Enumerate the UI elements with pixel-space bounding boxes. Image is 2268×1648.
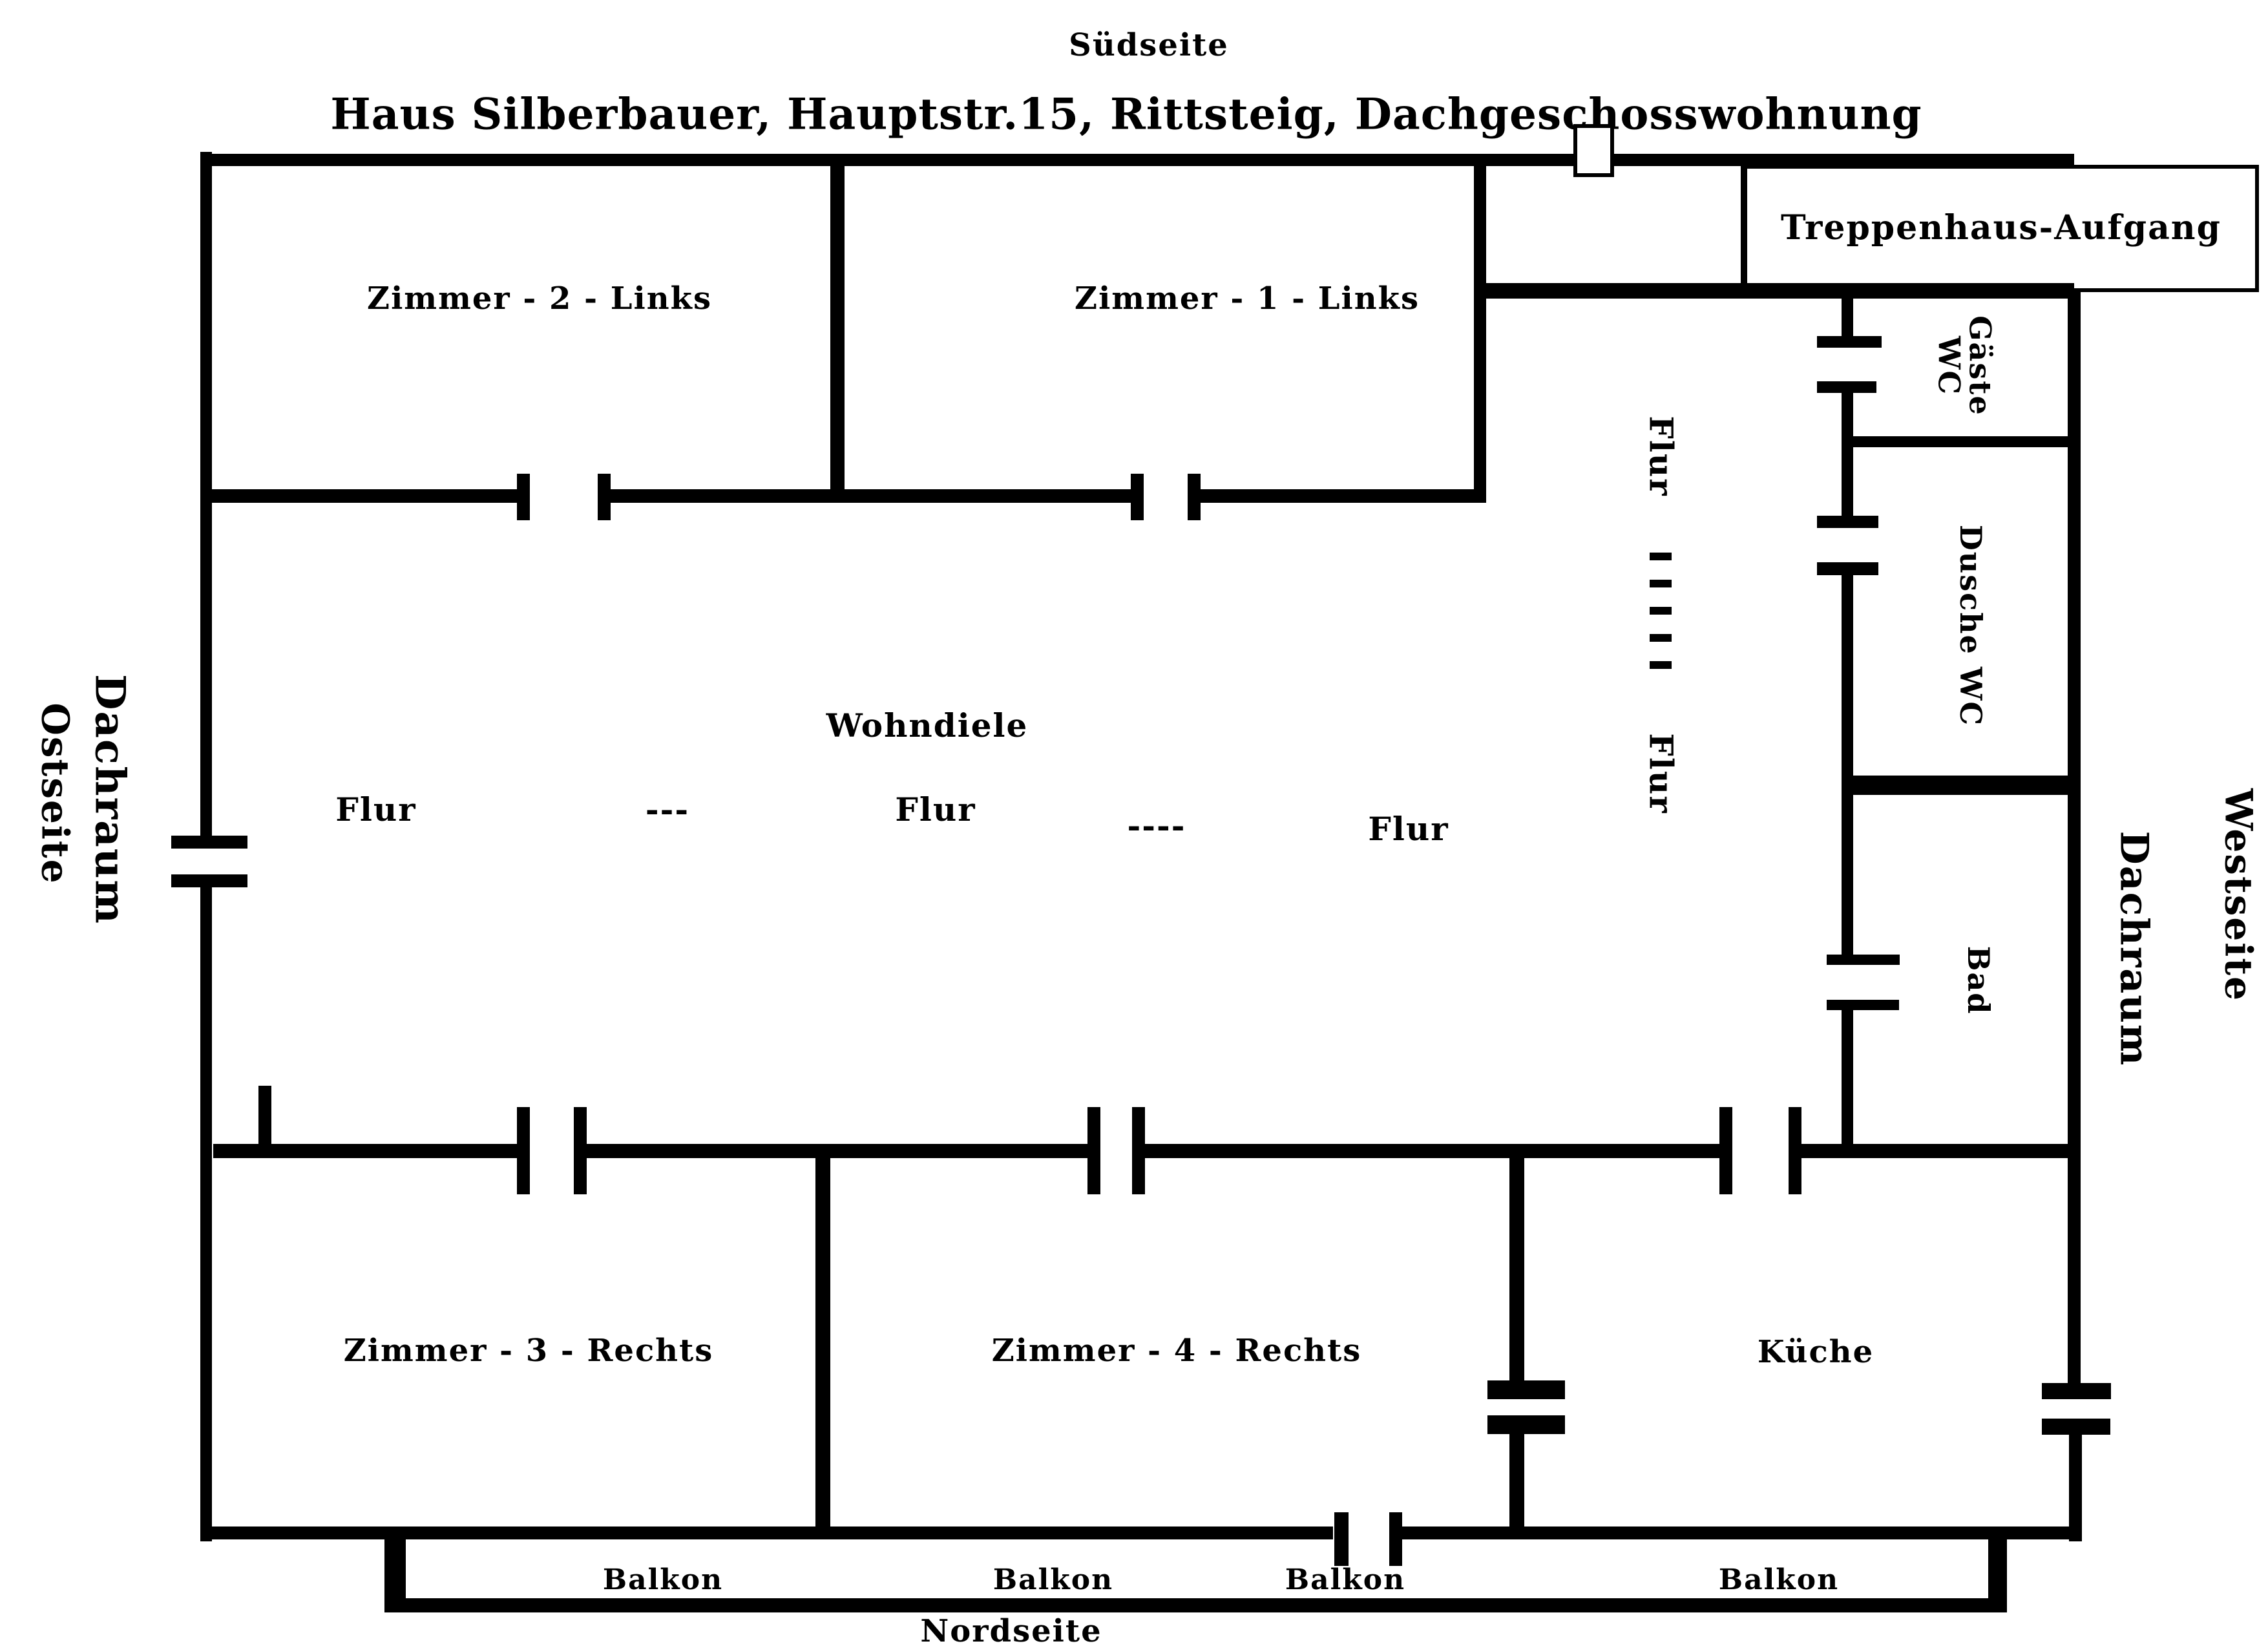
balkon-connector-right (1988, 1539, 2007, 1612)
door-zimmer1-jamb-left (1131, 474, 1144, 520)
room-label-gaeste-wc: Gäste WC (1931, 315, 1998, 416)
wall-zimmer1-right (1474, 166, 1486, 503)
door-kueche-balkon-tick-top (1487, 1380, 1565, 1399)
wall-left-upper (200, 152, 212, 849)
door-dusche-tick-bottom (1817, 562, 1878, 575)
gaeste-wc-line2: WC (1931, 335, 1966, 396)
door-zimmer1-jamb-right (1188, 474, 1201, 520)
wall-bath-left-d (1842, 1010, 1853, 1158)
south-side-label: Südseite (1069, 26, 1229, 63)
wall-right-upper (2068, 292, 2081, 1399)
wall-corridor-south-a (212, 489, 517, 503)
vcorridor-label-flur-top: Flur (1642, 416, 1681, 497)
corridor-label-flur-3: Flur (1368, 809, 1449, 848)
door-west-tick-top (2042, 1383, 2111, 1399)
wall-corridor-south-c (1201, 489, 1486, 503)
door-west-tick-bottom (2042, 1419, 2110, 1435)
corridor-label-flur-1: Flur (335, 790, 417, 829)
door-bad-tick-top (1827, 955, 1900, 965)
wall-corridor-north-b (587, 1144, 1087, 1158)
door-zimmer2-jamb-right (598, 474, 611, 520)
wall-divider-zimmer4-kueche-a (1509, 1158, 1524, 1380)
north-side-label: Nordseite (920, 1612, 1102, 1648)
door-zimmer3-jamb-right (574, 1107, 587, 1194)
vcorridor-dash-bar (1650, 607, 1672, 615)
door-dusche-tick-top (1817, 516, 1878, 528)
room-label-dusche-wc: Dusche WC (1953, 524, 1989, 727)
wall-divider-zimmer2-zimmer1 (830, 166, 845, 503)
wall-left-lower (200, 887, 212, 1541)
balkon-label-2: Balkon (992, 1563, 1114, 1596)
corridor-dashes-b: ---- (1127, 806, 1186, 845)
vcorridor-dashes (1650, 553, 1672, 669)
east-side-label: Ostseite (33, 703, 78, 885)
vcorridor-dash-bar (1650, 580, 1672, 587)
door-zimmer4-jamb-right (1132, 1107, 1145, 1194)
door-kueche-jamb-right (1789, 1107, 1801, 1194)
vcorridor-dash-bar (1650, 634, 1672, 642)
wall-corridor-south-b (611, 489, 1131, 503)
door-kueche-jamb-left (1719, 1107, 1732, 1194)
wall-bath-left-c (1842, 575, 1853, 955)
wall-vestibule-south (1486, 283, 2074, 299)
treppenhaus-label: Treppenhaus-Aufgang (1781, 208, 2221, 248)
wall-right-lower (2069, 1419, 2082, 1541)
entrance-door (1573, 124, 1614, 177)
wall-corridor-north-stub (258, 1086, 271, 1158)
corridor-dashes-a: --- (645, 790, 690, 829)
wall-bath-left-b (1842, 393, 1853, 516)
corridor-label-flur-2: Flur (895, 790, 976, 829)
east-attic-door-tick-top (171, 836, 247, 849)
room-label-wohndiele: Wohndiele (826, 706, 1029, 745)
wall-treppenhaus-left (1741, 165, 1747, 283)
door-balkon-tick-right (1389, 1512, 1402, 1566)
door-balkon-tick-left (1334, 1512, 1349, 1566)
wall-corridor-north-d (1801, 1144, 2081, 1158)
wall-corridor-north-a (213, 1144, 530, 1158)
gaeste-wc-line1: Gäste (1962, 315, 1998, 416)
room-label-zimmer4: Zimmer - 4 - Rechts (991, 1332, 1362, 1369)
door-bad-tick-bottom (1827, 1000, 1899, 1010)
door-kueche-balkon-tick-bottom (1487, 1415, 1565, 1434)
wall-corridor-north-c (1145, 1144, 1719, 1158)
west-attic-label: Dachraum (2111, 830, 2157, 1067)
wall-gaeste-bottom (1853, 436, 2068, 447)
wall-top-left (200, 154, 1573, 166)
room-label-bad: Bad (1961, 945, 1997, 1015)
east-attic-label: Dachraum (85, 674, 134, 925)
balkon-label-3: Balkon (1285, 1563, 1406, 1596)
wall-dusche-bad-separator (1853, 776, 2068, 795)
vcorridor-dash-bar (1650, 553, 1672, 560)
east-attic-door-tick-bottom (171, 874, 247, 887)
room-label-zimmer1: Zimmer - 1 - Links (1075, 280, 1420, 317)
wall-divider-zimmer4-kueche-b (1509, 1434, 1524, 1528)
door-zimmer4-jamb-left (1087, 1107, 1100, 1194)
west-side-label: Westseite (2216, 788, 2261, 1002)
balkon-connector-left (384, 1539, 406, 1598)
room-label-zimmer2: Zimmer - 2 - Links (367, 280, 712, 317)
wall-bottom-right (1402, 1527, 2082, 1539)
vcorridor-label-flur-bottom: Flur (1642, 733, 1681, 814)
room-label-zimmer3: Zimmer - 3 - Rechts (343, 1332, 714, 1369)
wall-top-right (1614, 154, 2074, 166)
wall-bath-left-a (1842, 299, 1853, 336)
door-gaeste-tick-top (1817, 336, 1882, 348)
balkon-label-4: Balkon (1718, 1563, 1840, 1596)
treppenhaus-box: Treppenhaus-Aufgang (1743, 165, 2259, 292)
room-label-kueche: Küche (1757, 1333, 1874, 1370)
wall-divider-zimmer3-zimmer4 (815, 1158, 830, 1532)
balkon-edge-line (384, 1598, 2007, 1612)
door-zimmer2-jamb-left (517, 474, 530, 520)
door-zimmer3-jamb-left (517, 1107, 530, 1194)
wall-bottom-left (212, 1527, 1333, 1539)
vcorridor-dash-bar (1650, 661, 1672, 669)
door-gaeste-tick-bottom (1817, 381, 1876, 393)
balkon-label-1: Balkon (602, 1563, 724, 1596)
page-title: Haus Silberbauer, Hauptstr.15, Rittsteig… (330, 89, 1922, 140)
